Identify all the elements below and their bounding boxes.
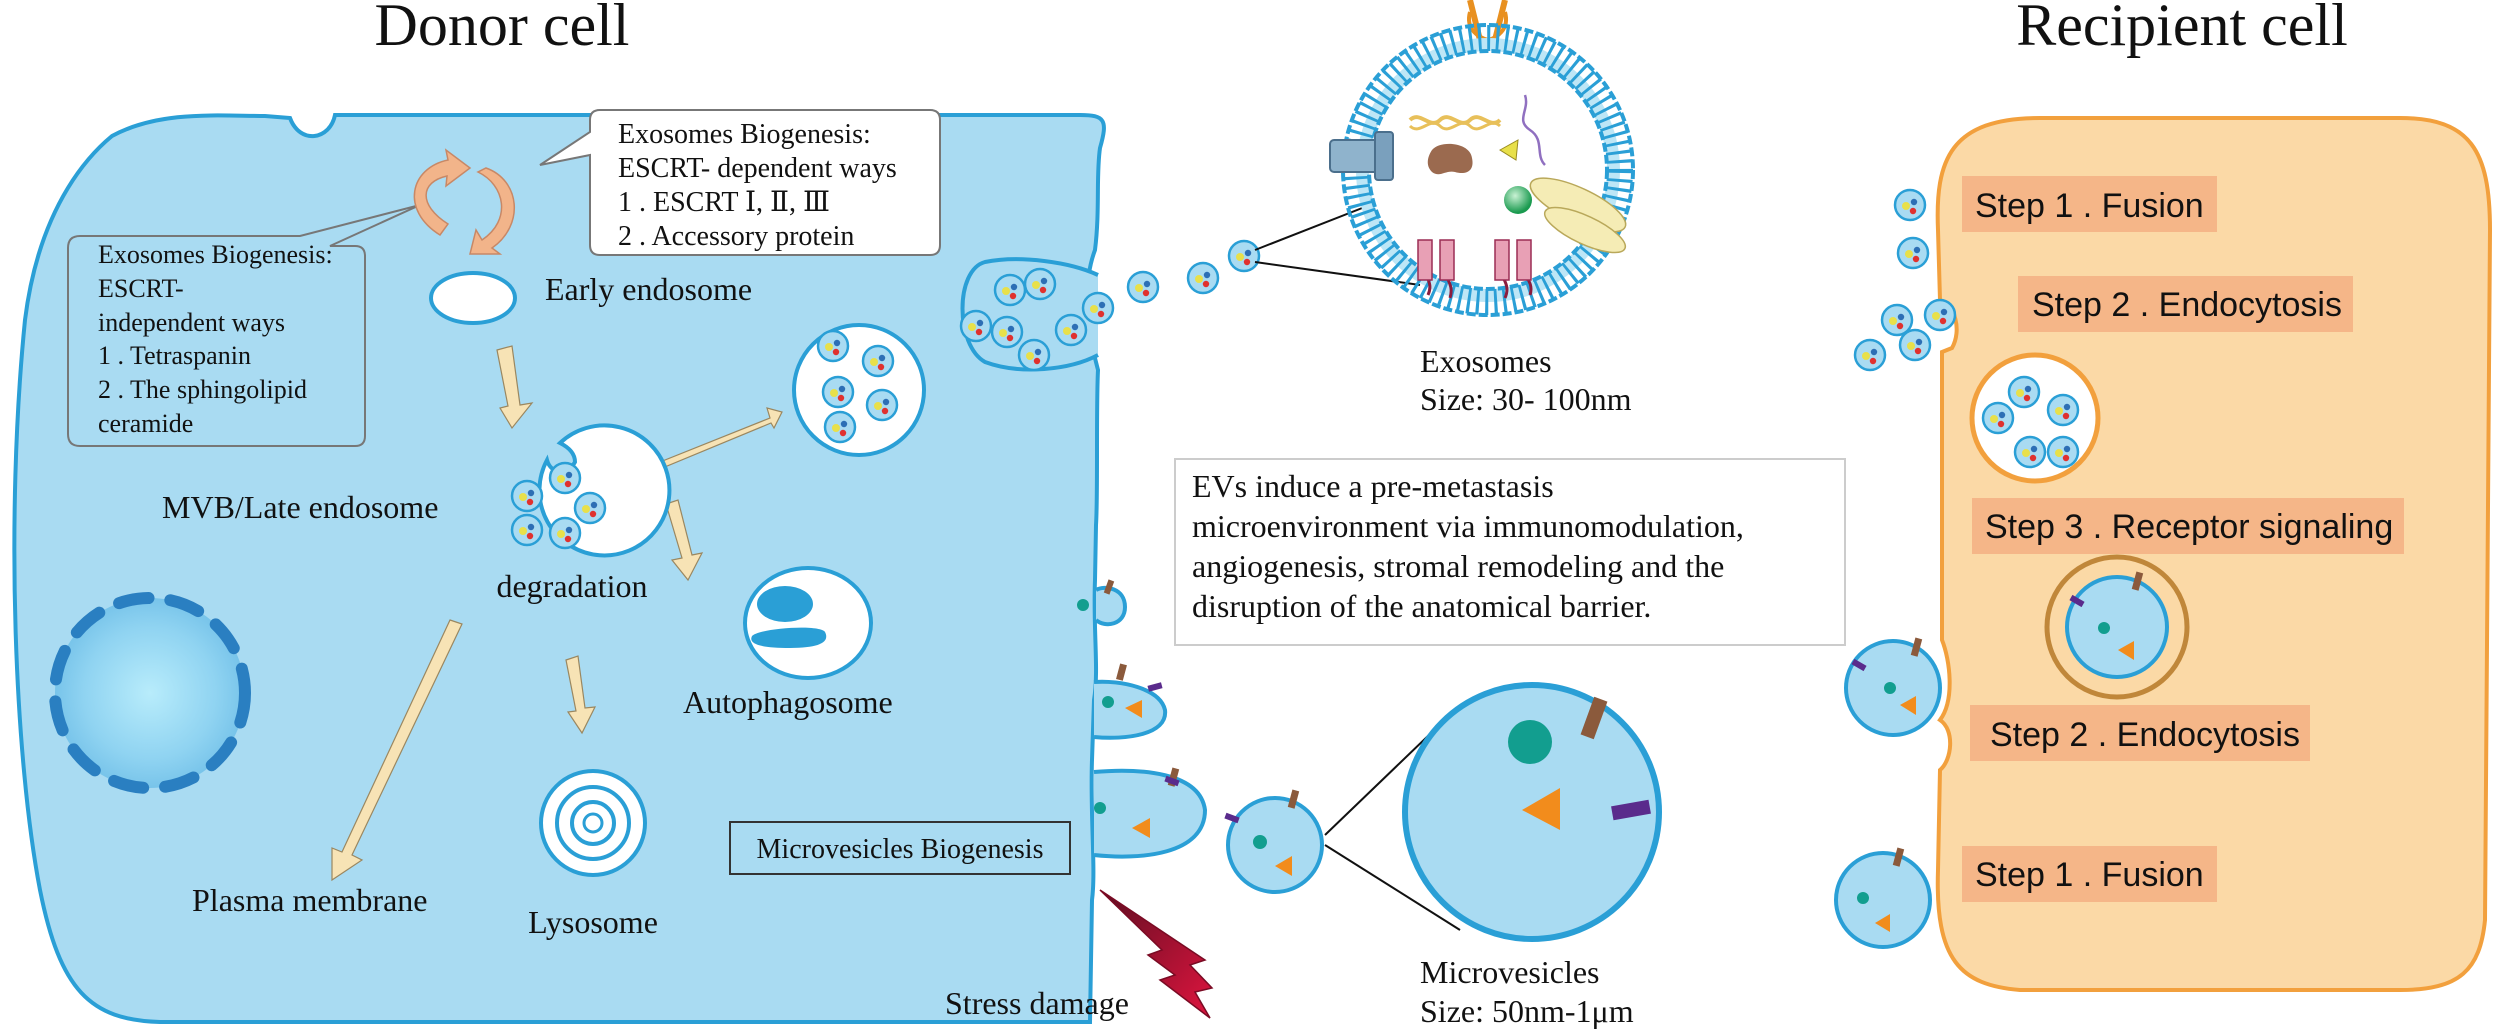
recycling-icon [413,148,515,255]
recipient-cell-title: Recipient cell [2016,0,2348,58]
degradation-label: degradation [496,568,647,604]
microvesicle-endocytosis [1844,637,1942,737]
microvesicles-biogenesis-label: Microvesicles Biogenesis [757,834,1044,865]
lysosome [539,769,647,877]
microvesicles-size-label: Size: 50nm-1μm [1420,993,1634,1029]
escrt-independent-callout [67,204,421,447]
escrt-indep-line4: 1 . Tetraspanin [98,341,251,370]
step-box-exo-fusion [1962,176,2217,232]
exosome-zoom-line-1 [1254,202,1376,251]
exosomes-label: Exosomes [1420,343,1552,379]
plasma-membrane-label: Plasma membrane [192,882,427,918]
metastasis-line3: angiogenesis, stromal remodeling and the [1192,548,1724,584]
escrt-dependent-callout [539,109,941,256]
autophagosome-label: Autophagosome [683,684,893,720]
escrt-dep-line4: 2 . Accessory protein [618,221,854,252]
nucleus [49,592,251,794]
arrow-to-autophagosome [665,499,704,582]
mvb-label: MVB/Late endosome [162,489,438,525]
stress-damage-label: Stress damage [945,985,1129,1021]
lysosome-label: Lysosome [528,904,658,940]
donor-cell-title: Donor cell [375,0,630,58]
escrt-dep-line3: 1 . ESCRT Ⅰ, Ⅱ, Ⅲ [618,187,830,218]
microvesicle-zoom-line-2 [1324,844,1461,931]
secretory-mvb [792,323,926,457]
escrt-indep-line2: ESCRT- [98,274,184,303]
autophagosome-cargo-2 [751,627,827,648]
microvesicle-budding [1077,579,1208,859]
step-box-receptor [1972,498,2404,554]
escrt-dep-line2: ESCRT- dependent ways [618,153,897,184]
escrt-indep-line5: 2 . The sphingolipid [98,375,307,404]
step-box-exo-endocytosis [2018,276,2353,332]
escrt-dep-line1: Exosomes Biogenesis: [618,119,871,150]
pathway-arrows [331,345,783,882]
step-mv-endocytosis: Step 2 . Endocytosis [1990,716,2300,754]
autophagosome [743,566,873,680]
exosomes-size-label: Size: 30- 100nm [1420,381,1632,417]
metastasis-box [1174,458,1846,646]
escrt-indep-line3: independent ways [98,308,285,337]
autophagosome-cargo-1 [757,586,813,622]
released-microvesicle [1224,789,1324,894]
escrt-indep-line1: Exosomes Biogenesis: [98,240,333,269]
metastasis-line1: EVs induce a pre-metastasis [1192,468,1554,504]
metastasis-line4: disruption of the anatomical barrier. [1192,588,1651,624]
receptor-signaling-vesicle [2044,554,2190,700]
step-box-mv-fusion [1962,846,2217,902]
early-endosome-label: Early endosome [545,271,752,307]
stress-damage-icon [1099,889,1214,1019]
step-receptor: Step 3 . Receptor signaling [1985,508,2393,546]
arrow-to-lysosome [565,655,597,735]
exosome-detail [1329,0,1635,317]
microvesicles-biogenesis-box [729,821,1071,875]
step-box-mv-endocytosis [1970,705,2310,761]
step-exo-endocytosis: Step 2 . Endocytosis [2032,286,2342,324]
step-mv-fusion: Step 1 . Fusion [1975,856,2204,894]
early-endosome [429,271,517,325]
microvesicles-label: Microvesicles [1420,954,1600,990]
microvesicle-detail [1402,682,1662,942]
step-exo-fusion: Step 1 . Fusion [1975,187,2204,225]
escrt-indep-line6: ceramide [98,409,193,438]
arrow-to-mvb [496,345,534,430]
microvesicle-fusion [1834,847,1932,949]
metastasis-line2: microenvironment via immunomodulation, [1192,508,1744,544]
arrow-to-plasma-membrane [331,619,463,882]
